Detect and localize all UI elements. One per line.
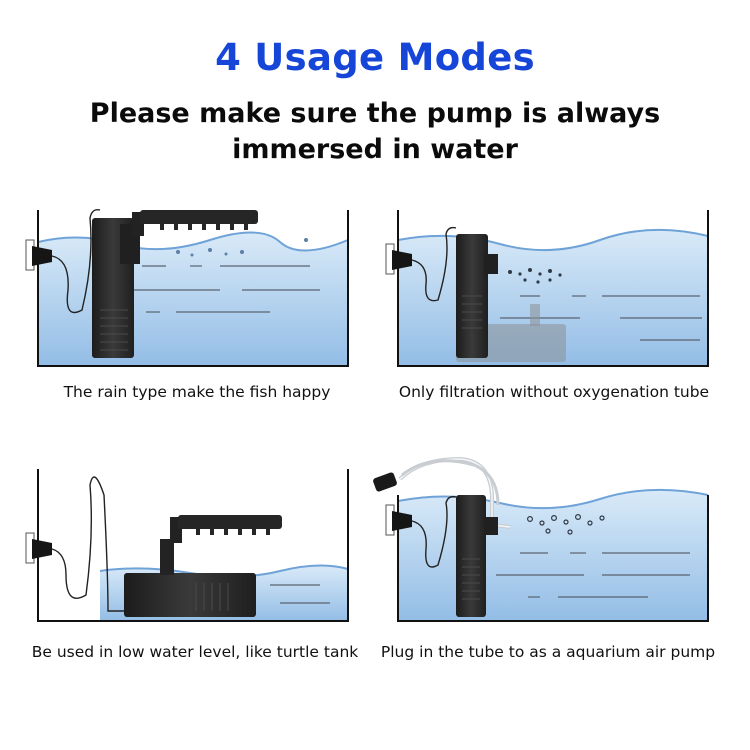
rain-bar-nozzles (196, 529, 270, 535)
mode-1-illustration (25, 208, 349, 367)
mode-3-diagram (20, 455, 350, 630)
pump-alt-outlet (530, 304, 540, 326)
tank-outline (397, 495, 709, 622)
pump-body-icon (456, 495, 486, 617)
air-valve-icon (373, 472, 397, 492)
water-surface (397, 228, 709, 252)
ripple-lines (270, 584, 330, 604)
bubbles (176, 238, 308, 257)
power-cable (51, 476, 130, 612)
power-cable (411, 495, 457, 568)
mode-2-illustration (385, 210, 709, 367)
plug-icon (392, 250, 412, 270)
mode-2-caption: Only filtration without oxygenation tube (398, 383, 710, 401)
subtitle-line-1: Please make sure the pump is always (89, 98, 661, 129)
mode-4-diagram (373, 455, 710, 630)
pump-vents (462, 558, 480, 600)
page-title: 4 Usage Modes (215, 36, 535, 79)
pump-vents (462, 295, 482, 329)
rain-bar-nozzles (160, 224, 248, 230)
plug-icon (32, 539, 52, 559)
plug-icon (392, 511, 412, 531)
pump-outlet (484, 254, 498, 274)
mode-3-caption: Be used in low water level, like turtle … (31, 643, 359, 661)
mode-3-illustration (25, 469, 349, 622)
subtitle-line-2: immersed in water (232, 134, 518, 165)
mode-2-diagram (380, 200, 710, 375)
rain-bar-icon (178, 515, 282, 529)
mode-1-caption: The rain type make the fish happy (63, 383, 331, 401)
bubbles (527, 513, 605, 535)
mode-1-diagram (20, 200, 350, 375)
tank-outline (397, 210, 709, 367)
page-subtitle: Please make sure the pump is always imme… (60, 96, 690, 168)
mode-4-caption: Plug in the tube to as a aquarium air pu… (380, 643, 716, 661)
air-tube-loop (401, 459, 500, 506)
pump-outlet (484, 517, 498, 535)
pump-vents (100, 309, 128, 351)
mode-4-illustration (373, 456, 709, 622)
ripple-lines (496, 552, 690, 598)
ripple-lines (132, 265, 320, 313)
power-cable (411, 226, 457, 302)
water-surface (397, 488, 709, 510)
rain-bar-icon (140, 210, 258, 224)
pump-vents (195, 583, 229, 611)
tank-outline (37, 210, 349, 367)
water (398, 489, 708, 621)
plug-icon (32, 246, 52, 266)
bubbles (508, 268, 562, 284)
power-cable (51, 208, 101, 314)
pump-body-icon (124, 573, 256, 617)
pump-outlet (160, 539, 174, 575)
